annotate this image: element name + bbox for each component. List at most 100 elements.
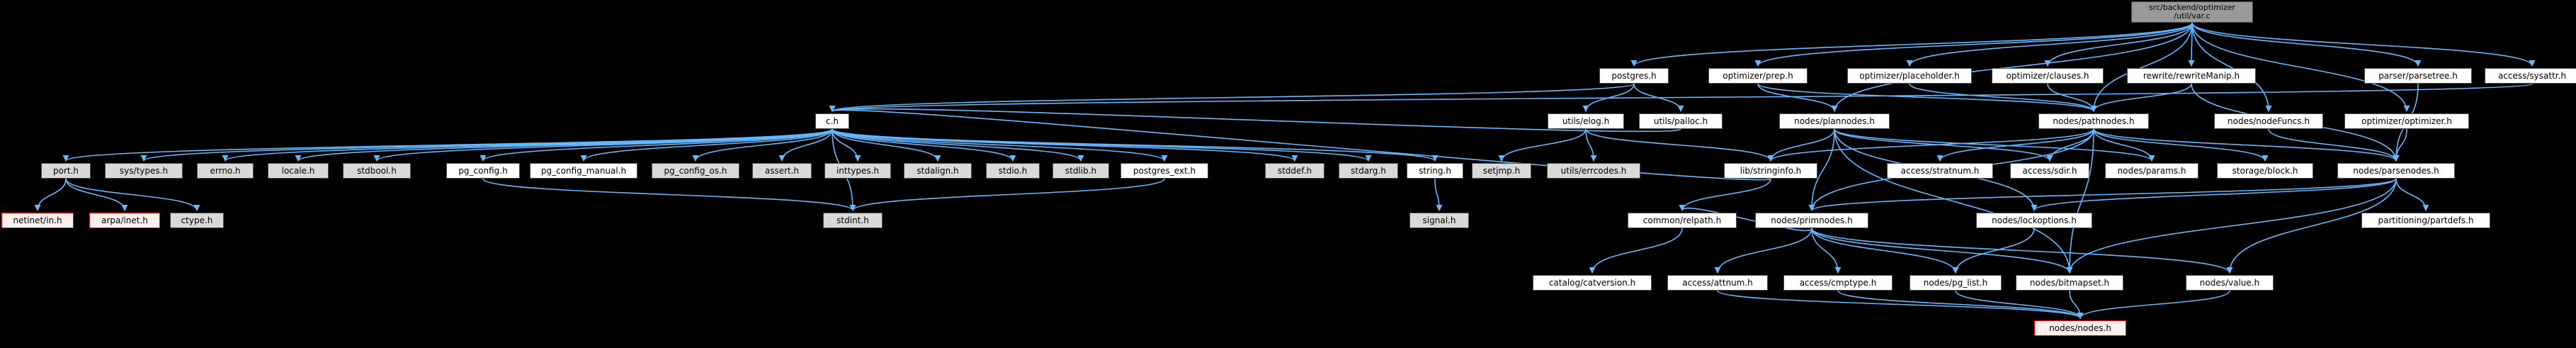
graph-edge (2046, 128, 2094, 162)
graph-edge (2093, 128, 2269, 162)
graph-edge (1767, 128, 1835, 162)
graph-edge (1757, 83, 1838, 112)
graph-edge (1434, 178, 1443, 211)
graph-node-postgres-h[interactable]: postgres.h (1599, 68, 1669, 84)
graph-edge (1630, 22, 2193, 67)
graph-edge (2069, 290, 2084, 319)
graph-node-optimizer-clauses[interactable]: optimizer/clauses.h (1992, 68, 2104, 84)
graph-edge (140, 128, 833, 162)
graph-edge (832, 128, 941, 162)
graph-node-stdint-h[interactable]: stdint.h (823, 213, 883, 228)
graph-node-stddef-h[interactable]: stddef.h (1265, 163, 1324, 179)
graph-edge (1837, 290, 2084, 319)
graph-node-utils-elog[interactable]: utils/elog.h (1548, 113, 1624, 129)
graph-edge (832, 128, 1168, 162)
graph-node-string-h[interactable]: string.h (1407, 163, 1463, 179)
graph-node-lib-stringinfo[interactable]: lib/stringinfo.h (1724, 163, 1817, 179)
graph-edge (849, 178, 1165, 211)
graph-edge (1498, 128, 1587, 162)
graph-edge (1834, 128, 2073, 274)
graph-node-nodes-pg-list[interactable]: nodes/pg_list.h (1910, 275, 2002, 291)
graph-node-parser-parsetree[interactable]: parser/parsetree.h (2364, 68, 2472, 84)
graph-node-nodes-params[interactable]: nodes/params.h (2105, 163, 2198, 179)
graph-edge (1714, 228, 1812, 274)
graph-edge (2066, 178, 2397, 274)
graph-edge (1909, 83, 2097, 112)
graph-edge (65, 178, 128, 211)
graph-edge (829, 83, 2533, 112)
graph-node-nodes-primnodes[interactable]: nodes/primnodes.h (1755, 213, 1868, 228)
graph-edge (832, 128, 1084, 162)
graph-node-utils-palloc[interactable]: utils/palloc.h (1639, 113, 1723, 129)
graph-edge (2090, 83, 2192, 112)
graph-node-pg-config[interactable]: pg_config.h (446, 163, 520, 179)
graph-node-pg-config-manual[interactable]: pg_config_manual.h (530, 163, 637, 179)
graph-node-nodes-nodes[interactable]: nodes/nodes.h (2034, 320, 2126, 336)
graph-edge (1952, 228, 2035, 274)
graph-edge (62, 128, 833, 162)
graph-node-optimizer-prep[interactable]: optimizer/prep.h (1708, 68, 1808, 84)
graph-node-postgres-ext[interactable]: postgres_ext.h (1120, 163, 1208, 179)
graph-node-errno-h[interactable]: errno.h (197, 163, 254, 179)
graph-node-port-h[interactable]: port.h (41, 163, 91, 179)
graph-node-nodes-pathnodes[interactable]: nodes/pathnodes.h (2038, 113, 2149, 129)
graph-edge (2268, 128, 2400, 162)
graph-node-stdlib-h[interactable]: stdlib.h (1052, 163, 1109, 179)
graph-node-netinet-in[interactable]: netinet/in.h (1, 213, 74, 228)
graph-edge (2066, 128, 2094, 274)
graph-node-storage-block[interactable]: storage/block.h (2217, 163, 2313, 179)
graph-edge (2077, 290, 2230, 319)
graph-node-nodes-lockoptions[interactable]: nodes/lockoptions.h (1976, 213, 2092, 228)
graph-edge (222, 128, 833, 162)
graph-edge (1585, 128, 1774, 162)
graph-node-access-cmptype[interactable]: access/cmptype.h (1783, 275, 1893, 291)
graph-node-rewrite-manip[interactable]: rewrite/rewriteManip.h (2127, 68, 2256, 84)
graph-edge (1754, 22, 2193, 67)
graph-node-partitioning-partdefs[interactable]: partitioning/partdefs.h (2361, 213, 2490, 228)
graph-node-access-attnum[interactable]: access/attnum.h (1667, 275, 1768, 291)
graph-edge (1808, 178, 2397, 211)
graph-node-root[interactable]: src/backend/optimizer /util/var.c (2131, 1, 2253, 23)
graph-node-sys-types[interactable]: sys/types.h (105, 163, 183, 179)
graph-node-pg-config-os[interactable]: pg_config_os.h (652, 163, 739, 179)
graph-edge (2044, 22, 2193, 67)
graph-node-inttypes-h[interactable]: inttypes.h (824, 163, 891, 179)
graph-node-assert-h[interactable]: assert.h (752, 163, 812, 179)
graph-node-optimizer-optimizer[interactable]: optimizer/optimizer.h (2344, 113, 2469, 129)
graph-edge (480, 128, 833, 162)
graph-node-nodes-parsenodes[interactable]: nodes/parsenodes.h (2337, 163, 2455, 179)
graph-node-signal-h[interactable]: signal.h (1409, 213, 1469, 228)
graph-node-access-stratnum[interactable]: access/stratnum.h (1887, 163, 1993, 179)
graph-node-access-sdir[interactable]: access/sdir.h (2010, 163, 2089, 179)
graph-node-ctype-h[interactable]: ctype.h (170, 213, 224, 228)
graph-node-locale-h[interactable]: locale.h (268, 163, 329, 179)
graph-node-optimizer-placeholder[interactable]: optimizer/placeholder.h (1847, 68, 1972, 84)
graph-edge (832, 128, 1372, 162)
graph-node-nodes-value[interactable]: nodes/value.h (2186, 275, 2274, 291)
graph-node-catalog-catversion[interactable]: catalog/catversion.h (1533, 275, 1652, 291)
graph-edge (2047, 83, 2097, 112)
graph-edge (65, 178, 200, 211)
graph-node-setjmp-h[interactable]: setjmp.h (1472, 163, 1531, 179)
graph-node-arpa-inet[interactable]: arpa/inet.h (89, 213, 160, 228)
graph-node-nodes-plannodes[interactable]: nodes/plannodes.h (1779, 113, 1890, 129)
graph-edge (1834, 128, 2155, 162)
graph-node-common-relpath[interactable]: common/relpath.h (1628, 213, 1737, 228)
graph-edge (1811, 228, 1959, 274)
graph-edge (2395, 178, 2429, 211)
graph-node-nodes-bitmapset[interactable]: nodes/bitmapset.h (2016, 275, 2123, 291)
graph-node-stdbool-h[interactable]: stdbool.h (343, 163, 411, 179)
graph-edge (1582, 83, 1635, 112)
graph-node-c-h[interactable]: c.h (815, 113, 849, 129)
graph-node-stdalign-h[interactable]: stdalign.h (904, 163, 972, 179)
graph-edge (1679, 178, 1771, 211)
graph-node-utils-errcodes[interactable]: utils/errcodes.h (1547, 163, 1640, 179)
graph-node-stdio-h[interactable]: stdio.h (986, 163, 1040, 179)
graph-node-nodes-nodefuncs[interactable]: nodes/nodeFuncs.h (2214, 113, 2323, 129)
graph-edge (1811, 228, 2073, 274)
graph-edge (1767, 128, 2094, 162)
graph-node-access-sysattr[interactable]: access/sysattr.h (2485, 68, 2576, 84)
graph-edge (1633, 83, 1684, 112)
graph-node-stdarg-h[interactable]: stdarg.h (1339, 163, 1398, 179)
